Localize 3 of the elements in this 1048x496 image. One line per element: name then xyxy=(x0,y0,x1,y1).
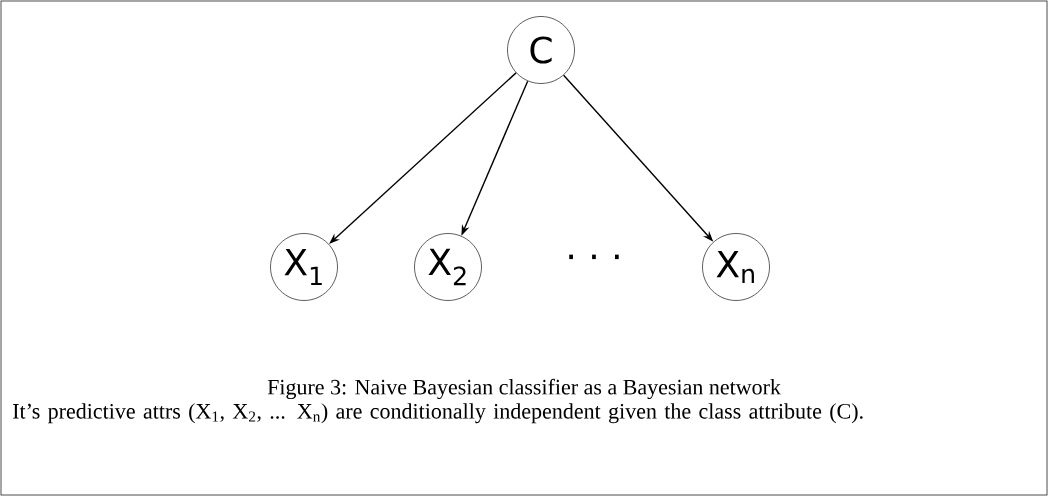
ellipsis: · · · xyxy=(569,254,619,260)
caption-note: It’s predictive attrs (X$_{1}$, X$_{2}$, ... X$_{n}$) are conditionally independent given the class attribute (C). xyxy=(13,403,863,424)
figure-caption: Figure 3: Naive Bayesian classifier as a Bayesian network xyxy=(267,378,781,400)
